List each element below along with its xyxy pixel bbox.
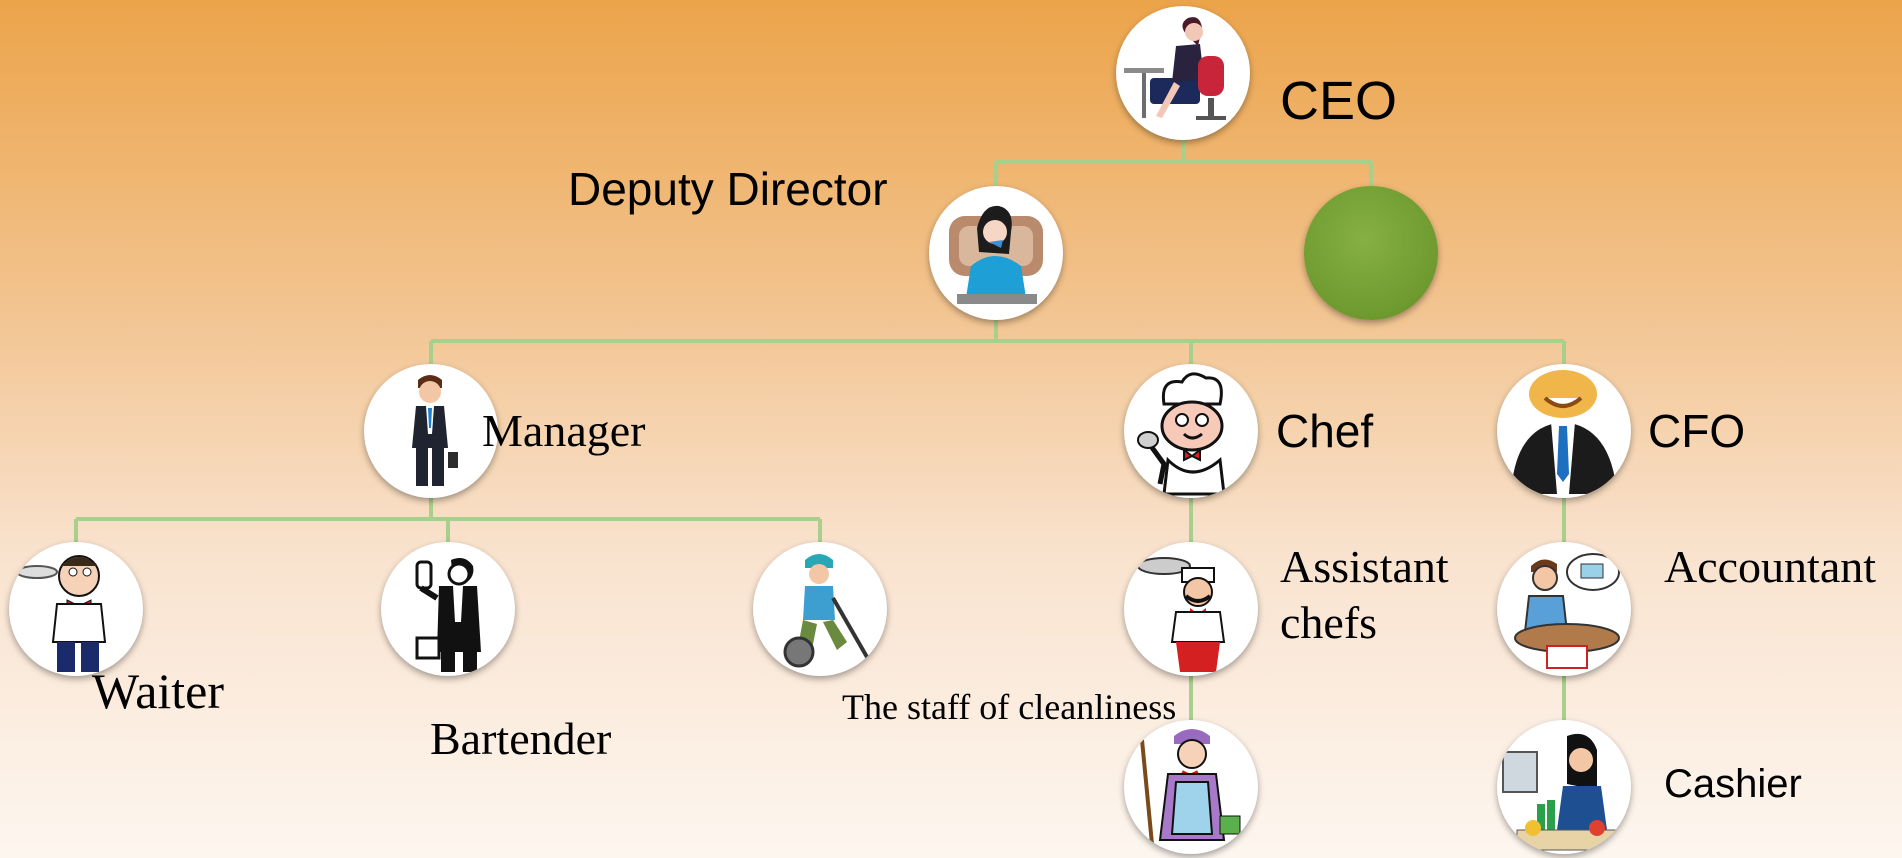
cfo-node[interactable] — [1497, 364, 1631, 498]
chef-illustration-icon — [1137, 372, 1226, 496]
maid-illustration-icon — [1140, 729, 1241, 845]
bartender-label: Bartender — [430, 713, 612, 764]
cashier-illustration-icon — [1502, 733, 1618, 851]
ceo-illustration-icon — [1124, 17, 1226, 120]
bartender-node[interactable] — [381, 542, 515, 676]
assistant-chefs-node[interactable] — [1124, 542, 1258, 676]
cashier-label: Cashier — [1664, 762, 1802, 806]
chef-label: Chef — [1276, 405, 1374, 457]
accountant-illustration-icon — [1514, 553, 1620, 669]
manager-node[interactable] — [364, 364, 498, 498]
chef-node[interactable] — [1124, 364, 1258, 498]
businessman-illustration-icon — [412, 375, 458, 486]
waiter-illustration-icon — [16, 555, 107, 672]
bartender-illustration-icon — [415, 558, 481, 672]
cook-illustration-icon — [1137, 557, 1226, 672]
ceo-label: CEO — [1280, 71, 1398, 131]
assistant-chefs-label-line2: chefs — [1280, 597, 1378, 648]
cleaner-node[interactable] — [753, 542, 887, 676]
deputy-director-label: Deputy Director — [568, 163, 888, 215]
cleaner-label: The staff of cleanliness — [842, 687, 1177, 727]
ceo-node[interactable] — [1116, 6, 1250, 140]
deputy-director-node[interactable] — [929, 186, 1063, 320]
vacant-position-node[interactable] — [1304, 186, 1438, 320]
receptionist-illustration-icon — [949, 205, 1043, 304]
manager-label: Manager — [482, 405, 646, 456]
assistant-chefs-label-line1: Assistant — [1280, 541, 1449, 592]
waiter-node[interactable] — [9, 542, 143, 676]
accountant-label: Accountant — [1664, 541, 1877, 592]
cfo-label: CFO — [1648, 405, 1746, 457]
accountant-node[interactable] — [1497, 542, 1631, 676]
cleaner-illustration-icon — [783, 554, 873, 668]
suited-man-illustration-icon — [1511, 370, 1617, 494]
waiter-label: Waiter — [92, 663, 225, 719]
maid-node[interactable] — [1124, 720, 1258, 854]
cashier-node[interactable] — [1497, 720, 1631, 854]
